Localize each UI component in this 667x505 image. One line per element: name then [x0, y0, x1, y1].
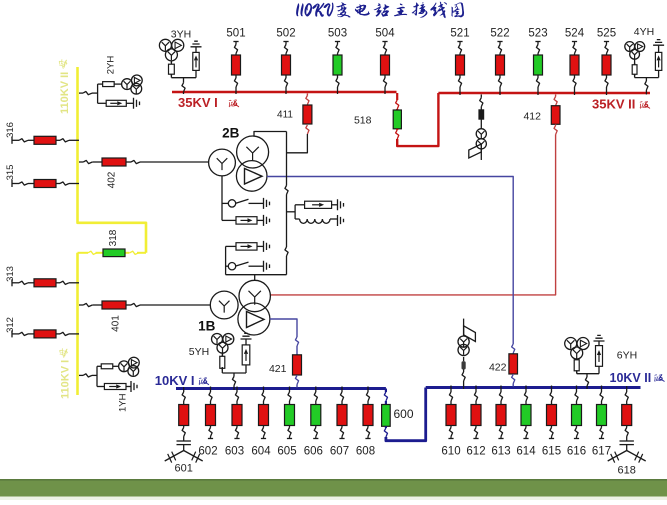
svg-text:316: 316: [5, 122, 16, 138]
svg-text:616: 616: [567, 445, 586, 457]
svg-text:412: 412: [523, 110, 541, 122]
svg-text:602: 602: [198, 445, 217, 457]
svg-text:110KV I: 110KV I: [59, 360, 71, 399]
svg-text:6YH: 6YH: [617, 350, 637, 362]
svg-text:613: 613: [491, 445, 510, 457]
svg-text:503: 503: [328, 28, 347, 40]
svg-text:604: 604: [251, 445, 271, 457]
svg-text:518: 518: [354, 115, 372, 127]
svg-text:2B: 2B: [222, 126, 240, 141]
svg-text:525: 525: [597, 28, 616, 40]
svg-text:318: 318: [108, 229, 119, 246]
svg-text:607: 607: [330, 445, 349, 457]
svg-text:5YH: 5YH: [189, 346, 209, 358]
svg-text:1B: 1B: [198, 318, 216, 333]
svg-text:600: 600: [394, 407, 414, 421]
svg-text:422: 422: [489, 362, 507, 374]
svg-text:501: 501: [226, 28, 245, 40]
svg-text:315: 315: [5, 165, 16, 181]
svg-text:605: 605: [277, 445, 296, 457]
svg-text:612: 612: [466, 445, 485, 457]
svg-text:10KV I: 10KV I: [155, 373, 195, 388]
svg-text:2YH: 2YH: [105, 56, 116, 75]
svg-text:502: 502: [276, 28, 295, 40]
svg-text:617: 617: [592, 445, 611, 457]
svg-text:521: 521: [450, 28, 469, 40]
svg-text:1YH: 1YH: [117, 393, 128, 412]
svg-text:4YH: 4YH: [634, 26, 654, 38]
svg-text:523: 523: [528, 28, 547, 40]
svg-text:614: 614: [516, 445, 536, 457]
svg-text:3YH: 3YH: [171, 29, 191, 41]
svg-text:35KV II: 35KV II: [592, 97, 635, 112]
svg-text:110KV II: 110KV II: [59, 72, 71, 114]
svg-text:524: 524: [565, 28, 585, 40]
svg-text:313: 313: [5, 266, 16, 282]
svg-text:615: 615: [542, 445, 561, 457]
svg-text:608: 608: [356, 445, 375, 457]
svg-text:601: 601: [175, 462, 193, 474]
svg-text:402: 402: [107, 171, 118, 188]
svg-text:504: 504: [375, 28, 395, 40]
svg-text:603: 603: [225, 445, 244, 457]
svg-text:522: 522: [490, 28, 509, 40]
svg-text:421: 421: [269, 363, 287, 375]
svg-text:312: 312: [5, 317, 16, 333]
svg-text:618: 618: [618, 464, 636, 476]
svg-text:606: 606: [304, 445, 323, 457]
svg-text:10KV II: 10KV II: [610, 371, 652, 385]
svg-text:411: 411: [277, 109, 293, 120]
svg-text:610: 610: [441, 445, 460, 457]
svg-text:35KV I: 35KV I: [178, 95, 218, 110]
svg-text:401: 401: [111, 315, 122, 332]
